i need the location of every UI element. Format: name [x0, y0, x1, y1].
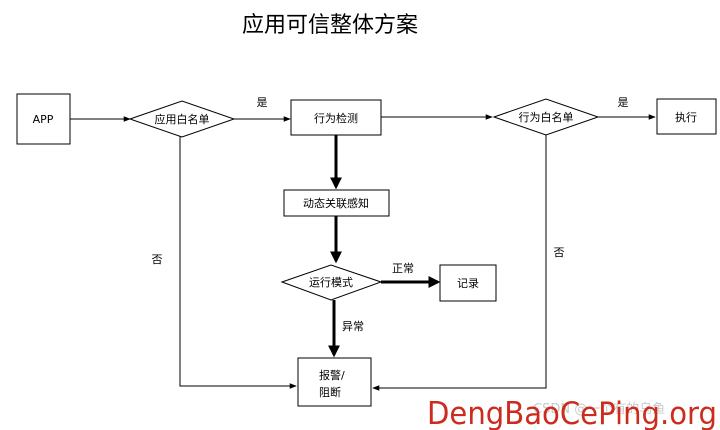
node-record: 记录: [439, 264, 497, 302]
node-behavior-whitelist: 行为白名单: [492, 98, 600, 136]
node-app-label: APP: [33, 113, 54, 126]
edge-app-whitelist-no-to-alarm: [179, 136, 297, 389]
node-app-whitelist-label: 应用白名单: [155, 112, 210, 126]
edge-label-abnormal: 异常: [342, 320, 364, 333]
node-run-mode: 运行模式: [280, 264, 383, 301]
edge-label-no-2: 否: [554, 246, 565, 259]
node-behavior-detection-label: 行为检测: [314, 111, 358, 125]
edge-label-yes-1: 是: [257, 96, 268, 109]
node-record-label: 记录: [457, 277, 479, 290]
diagram-title: 应用可信整体方案: [242, 13, 418, 38]
node-alarm-label-line1: 报警/: [319, 368, 345, 382]
edge-label-yes-2: 是: [618, 96, 629, 109]
node-execute-label: 执行: [675, 110, 697, 124]
node-execute: 执行: [656, 98, 717, 135]
node-app: APP: [16, 93, 71, 145]
node-alarm-label-line2: 阻断: [319, 385, 341, 399]
csdn-watermark: CSDN @一个有的乌鱼: [533, 401, 665, 417]
site-watermark: DengBaoCePing.org: [427, 396, 717, 430]
edge-behavior-whitelist-no-to-alarm: [372, 135, 547, 391]
node-dynamic-correlation: 动态关联感知: [283, 189, 390, 217]
node-behavior-whitelist-label: 行为白名单: [519, 110, 574, 124]
edge-label-no-1: 否: [152, 253, 163, 266]
node-app-whitelist: 应用白名单: [128, 100, 236, 138]
edge-label-normal: 正常: [392, 262, 414, 275]
node-dynamic-correlation-label: 动态关联感知: [303, 196, 369, 210]
node-alarm-block: 报警/ 阻断: [297, 357, 372, 407]
node-run-mode-label: 运行模式: [309, 276, 353, 289]
node-behavior-detection: 行为检测: [290, 99, 382, 136]
